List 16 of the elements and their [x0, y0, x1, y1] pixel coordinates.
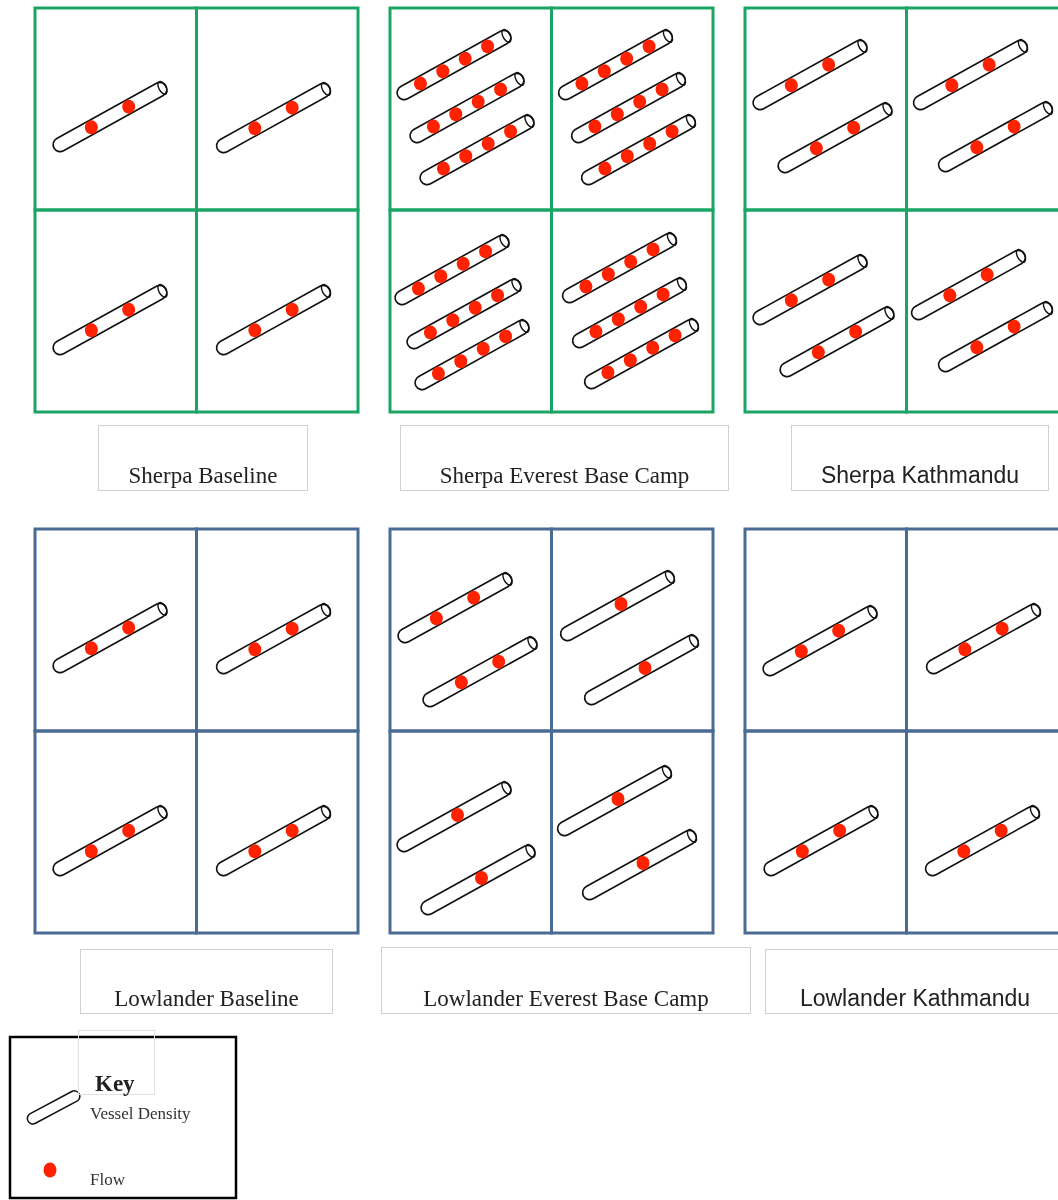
caption-box [765, 949, 1058, 1014]
caption-box [400, 425, 729, 491]
legend-label: Flow [90, 1170, 125, 1190]
panel-caption: Sherpa Kathmandu [820, 462, 1020, 490]
key-title-box [78, 1030, 155, 1095]
legend-label: Vessel Density [90, 1104, 191, 1124]
panel-caption: Sherpa Everest Base Camp [439, 463, 690, 490]
caption-box [791, 425, 1049, 491]
key-title: Key [95, 1071, 135, 1098]
panel-caption: Lowlander Kathmandu [799, 985, 1031, 1013]
panel-caption: Lowlander Everest Base Camp [423, 986, 709, 1013]
panel-caption: Sherpa Baseline [128, 463, 278, 490]
panel-caption: Lowlander Baseline [114, 986, 299, 1013]
caption-box [381, 947, 751, 1014]
caption-box [98, 425, 308, 491]
caption-box [80, 949, 333, 1014]
